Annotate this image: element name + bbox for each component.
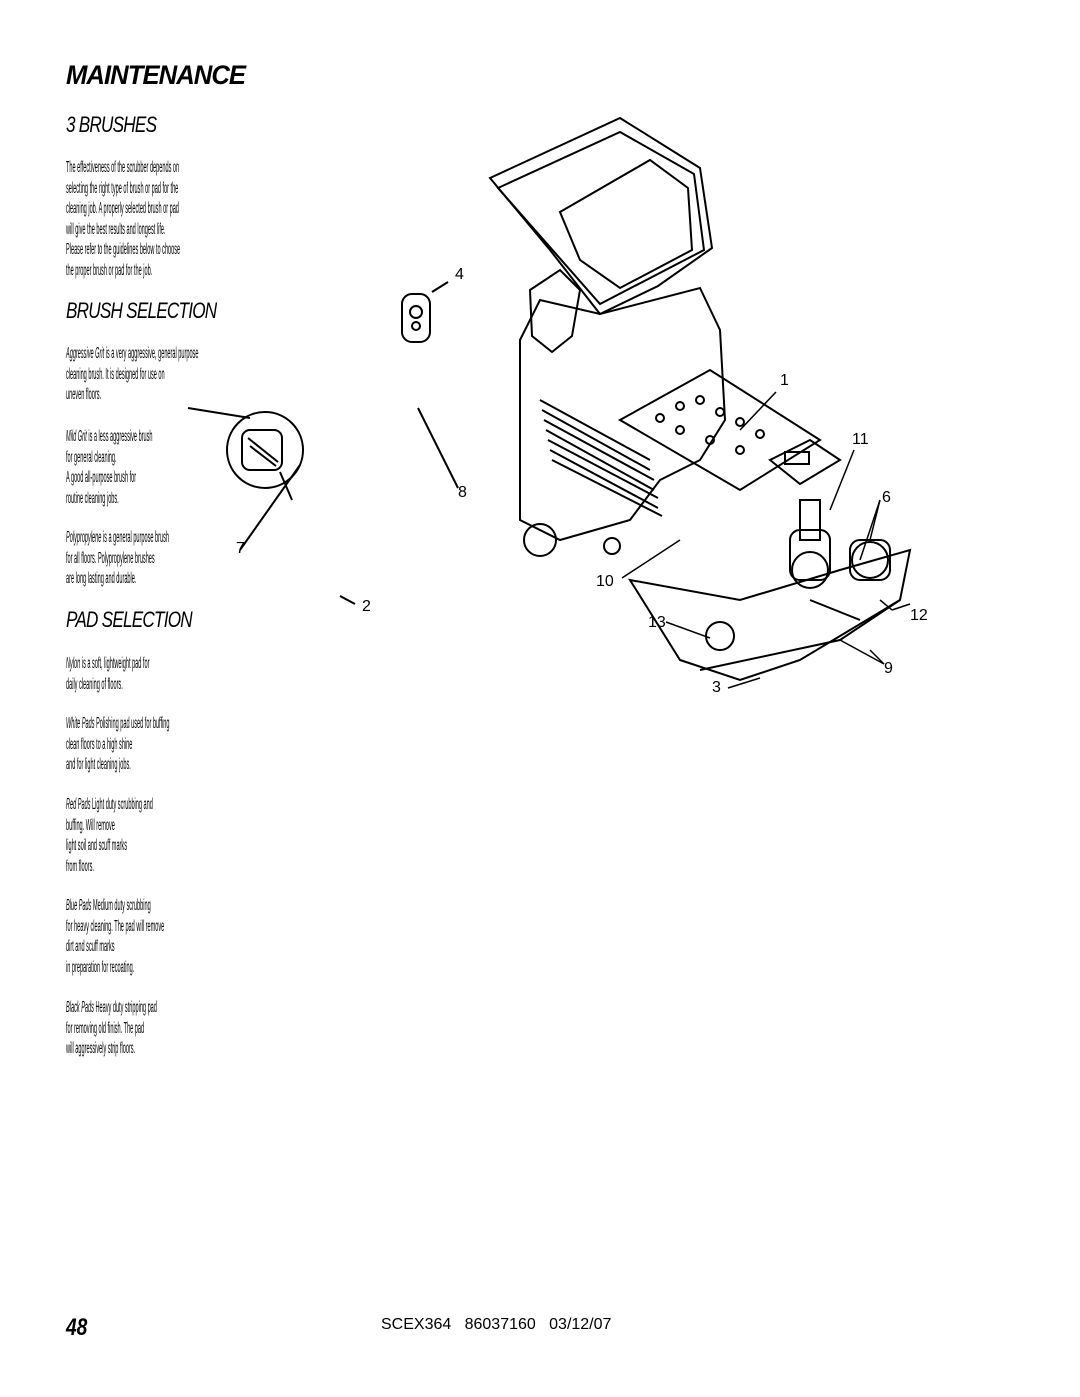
brush-desc-line: is a less aggressive brush — [88, 428, 153, 445]
pad-desc-line: for heavy cleaning. The pad will remove — [66, 917, 165, 935]
pad-desc-line: dirt and scuff marks — [66, 938, 115, 956]
pad-desc-line: is a soft, lightweight pad for — [81, 655, 150, 672]
pad-desc-line: daily cleaning of floors. — [66, 675, 123, 693]
intro-line: selecting the right type of brush or pad… — [66, 179, 179, 197]
callout-label: 10 — [596, 573, 614, 590]
brush-entry-mild: Mild Grit is a less aggressive brush for… — [66, 427, 153, 509]
intro-line: will give the best results and longest l… — [66, 220, 166, 238]
pad-entry-black: Black Pads Heavy duty stripping pad for … — [66, 998, 157, 1060]
callout-label: 9 — [884, 660, 893, 677]
brush-desc-line: are long lasting and durable. — [66, 570, 137, 588]
pad-desc-line: buffing. Will remove — [66, 816, 115, 834]
scrubber-illustration — [187, 116, 912, 689]
callout-label: 13 — [648, 614, 666, 631]
pad-desc-line: for removing old finish. The pad — [66, 1019, 145, 1037]
page-number: 48 — [66, 1314, 88, 1341]
intro-line: Please refer to the guidelines below to … — [66, 241, 181, 259]
callout-label: 3 — [712, 679, 721, 696]
pad-term: Black Pads — [66, 999, 94, 1016]
pad-desc-line: Heavy duty stripping pad — [95, 999, 157, 1016]
filter-detail-icon — [401, 281, 449, 343]
brush-term: Mild Grit — [66, 428, 87, 445]
pad-entry-nylon: Nylon is a soft, lightweight pad for dai… — [66, 654, 149, 695]
machine-body — [488, 116, 912, 682]
pad-desc-line: Polishing pad used for buffing — [96, 715, 170, 732]
brush-desc-line: is a very aggressive, general purpose — [105, 345, 199, 362]
callout-label: 2 — [362, 598, 371, 615]
brush-desc-line: for all floors. Polypropylene brushes — [66, 549, 155, 567]
intro-paragraph: The effectiveness of the scrubber depend… — [66, 158, 180, 282]
intro-line: cleaning job. A properly selected brush … — [66, 200, 179, 218]
brush-detail-icon — [187, 407, 304, 551]
pad-term: Nylon — [66, 655, 81, 672]
pad-desc-line: and for light cleaning jobs. — [66, 756, 131, 774]
pad-entry-white: White Pads Polishing pad used for buffin… — [66, 714, 170, 776]
pad-selection-heading: PAD SELECTION — [66, 607, 193, 632]
brush-term: Polypropylene — [66, 529, 102, 546]
callout-label: 4 — [455, 266, 464, 283]
callout-label: 8 — [458, 484, 467, 501]
pad-term: Red Pads — [66, 796, 91, 813]
intro-line: the proper brush or pad for the job. — [66, 261, 153, 279]
pad-term: Blue Pads — [66, 897, 92, 914]
pad-desc-line: Light duty scrubbing and — [92, 796, 153, 813]
pad-desc-line: Medium duty scrubbing — [92, 897, 151, 914]
pad-desc-line: clean floors to a high shine — [66, 735, 133, 753]
brush-desc-line: for general cleaning. — [66, 448, 117, 466]
brush-selection-heading: BRUSH SELECTION — [66, 298, 217, 323]
pad-term: White Pads — [66, 715, 95, 732]
footer-part-number: 86037160 — [464, 1316, 536, 1333]
pad-desc-line: light soil and scuff marks — [66, 837, 127, 855]
brush-entry-aggressive: Aggressive Grit is a very aggressive, ge… — [66, 344, 198, 406]
leader-line-2 — [339, 595, 356, 605]
intro-line: The effectiveness of the scrubber depend… — [66, 159, 180, 176]
brush-desc-line: is a general purpose brush — [102, 529, 169, 546]
leader-line-8 — [417, 407, 459, 489]
callout-label: 1 — [780, 372, 789, 389]
callout-label: 12 — [910, 607, 928, 624]
callout-label: 6 — [882, 489, 891, 506]
brush-term: Aggressive Grit — [66, 345, 105, 362]
callout-label: 7 — [236, 540, 245, 557]
footer-date: 03/12/07 — [549, 1316, 612, 1333]
footer-info: SCEX364 86037160 03/12/07 — [381, 1316, 611, 1334]
pad-desc-line: in preparation for recoating. — [66, 958, 135, 976]
brush-desc-line: uneven floors. — [66, 386, 102, 404]
callout-label: 11 — [852, 431, 869, 448]
pad-desc-line: from floors. — [66, 857, 94, 875]
page-title: MAINTENANCE — [66, 60, 246, 90]
brush-desc-line: cleaning brush. It is designed for use o… — [66, 365, 165, 383]
brush-entry-polypropylene: Polypropylene is a general purpose brush… — [66, 528, 169, 590]
brush-desc-line: A good all-purpose brush for — [66, 469, 137, 487]
section-heading: 3 BRUSHES — [66, 112, 157, 137]
pad-desc-line: will aggressively strip floors. — [66, 1040, 136, 1058]
footer-model: SCEX364 — [381, 1316, 452, 1333]
pad-entry-red: Red Pads Light duty scrubbing and buffin… — [66, 795, 153, 877]
brush-desc-line: routine cleaning jobs. — [66, 489, 119, 507]
callout-leaders — [621, 391, 911, 689]
pad-entry-blue: Blue Pads Medium duty scrubbing for heav… — [66, 896, 164, 978]
